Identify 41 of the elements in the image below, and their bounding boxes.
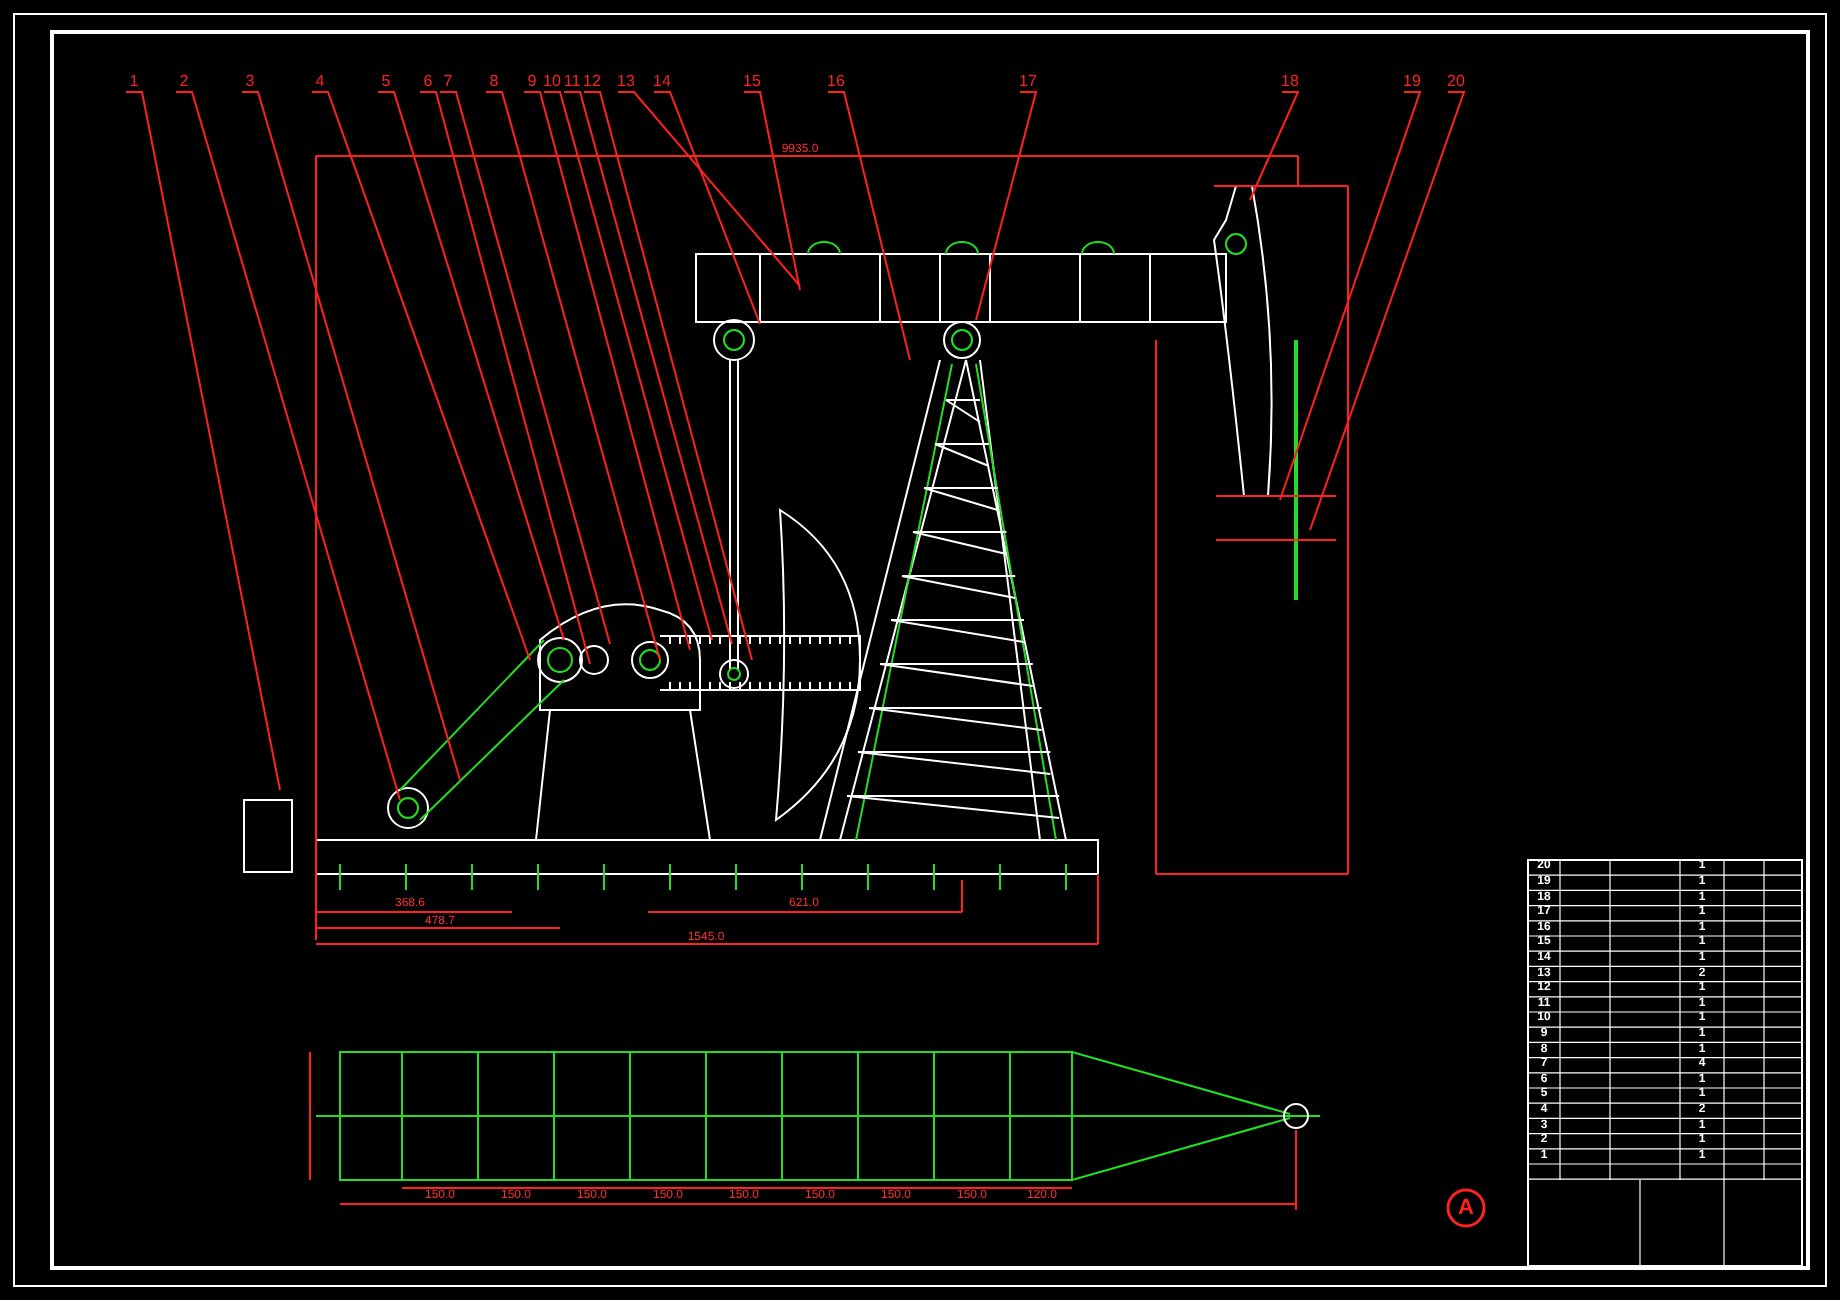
leader-line [419, 91, 591, 665]
leader-line [377, 91, 565, 641]
callout-number: 11 [563, 72, 581, 90]
leader-line [563, 91, 733, 645]
callout-number: 5 [381, 72, 391, 90]
leader-line [743, 91, 801, 291]
callout-number: 2 [179, 72, 189, 90]
leader-line [653, 91, 761, 325]
callout-number: 6 [423, 72, 433, 90]
leader-line [583, 91, 753, 661]
leader-line [175, 91, 401, 801]
leader-line [311, 91, 531, 661]
callout-number: 19 [1403, 72, 1421, 90]
view-letter: A [1458, 1196, 1474, 1220]
callout-number: 20 [1447, 72, 1465, 90]
callout-number: 3 [245, 72, 255, 90]
callout-number: 18 [1281, 72, 1299, 90]
leader-line [523, 91, 691, 651]
callout-number: 9 [527, 72, 537, 90]
leader-line [827, 91, 911, 361]
leader-line [617, 91, 801, 287]
leader-line [241, 91, 461, 781]
leader-line [485, 91, 661, 661]
leader-line [125, 91, 281, 791]
leader-line [543, 91, 713, 641]
callout-number: 10 [543, 72, 561, 90]
leader-line [1309, 91, 1466, 531]
leader-line [975, 91, 1038, 321]
callout-number: 1 [129, 72, 139, 90]
callout-number: 12 [583, 72, 601, 90]
callout-number: 8 [489, 72, 499, 90]
leader-line [439, 91, 611, 645]
callout-number: 13 [617, 72, 635, 90]
callout-number: 15 [743, 72, 761, 90]
leader-line [1249, 91, 1300, 201]
callout-number: 16 [827, 72, 845, 90]
leader-line [1279, 91, 1422, 501]
callout-number: 17 [1019, 72, 1037, 90]
callout-number: 7 [443, 72, 453, 90]
callout-number: 14 [653, 72, 671, 90]
callout-number: 4 [315, 72, 325, 90]
